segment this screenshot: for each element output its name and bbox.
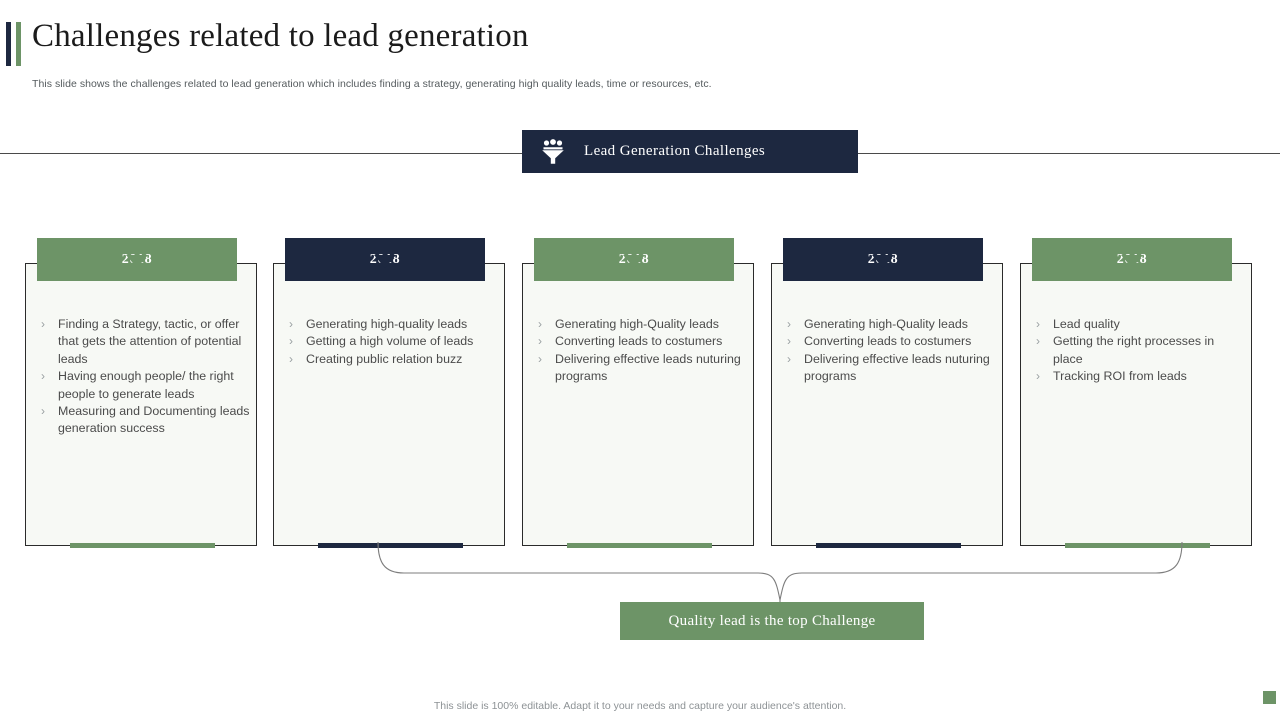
card-3-year-tab: 2018	[534, 238, 734, 281]
chevron-right-icon: ›	[1036, 369, 1040, 384]
challenge-card-1[interactable]: 2018 › Finding a Strategy, tactic, or off…	[25, 238, 257, 548]
card-4-bottom-bar	[816, 543, 961, 548]
list-item: › Lead quality	[1031, 316, 1245, 333]
list-item-text: Converting leads to costumers	[804, 334, 972, 349]
card-5-pointer-icon	[1121, 255, 1143, 268]
list-item-text: Getting a high volume of leads	[306, 334, 474, 349]
banner-label: Lead Generation Challenges	[584, 143, 766, 159]
title-area: Challenges related to lead generation Th…	[0, 10, 1280, 90]
chevron-right-icon: ›	[538, 334, 542, 349]
page-title: Challenges related to lead generation	[32, 18, 529, 54]
page-subtitle: This slide shows the challenges related …	[32, 78, 712, 90]
list-item: › Delivering effective leads nuturing pro…	[782, 351, 996, 386]
card-2-list: › Generating high-quality leads › Getting …	[284, 316, 498, 368]
title-accent-bar-navy	[6, 22, 11, 66]
challenge-card-2[interactable]: 2018 › Generating high-quality leads › Get…	[273, 238, 505, 548]
list-item-text: Generating high-Quality leads	[804, 317, 968, 331]
chevron-right-icon: ›	[41, 369, 45, 384]
list-item-text: Tracking ROI from leads	[1053, 369, 1187, 384]
chevron-right-icon: ›	[787, 334, 791, 349]
card-3-bottom-bar	[567, 543, 712, 548]
list-item-text: Lead quality	[1053, 317, 1120, 331]
list-item-text: Converting leads to costumers	[555, 334, 723, 349]
card-1-year-tab: 2018	[37, 238, 237, 281]
card-2-year-tab: 2018	[285, 238, 485, 281]
list-item-text: Generating high-quality leads	[306, 317, 468, 331]
list-item-text: Generating high-Quality leads	[555, 317, 719, 331]
chevron-right-icon: ›	[289, 351, 293, 366]
card-1-list: › Finding a Strategy, tactic, or offer th…	[36, 316, 250, 438]
list-item-text: Finding a Strategy, tactic, or offer tha…	[58, 317, 242, 366]
list-item-text: Delivering effective leads nuturing prog…	[555, 351, 741, 384]
card-1-bottom-bar	[70, 543, 215, 548]
list-item: › Getting a high volume of leads	[284, 333, 498, 350]
list-item-text: Measuring and Documenting leads generati…	[58, 404, 250, 436]
list-item: › Having enough people/ the right people …	[36, 368, 250, 403]
chevron-right-icon: ›	[289, 317, 293, 331]
list-item-text: Getting the right processes in place	[1053, 334, 1215, 366]
list-item: › Generating high-quality leads	[284, 316, 498, 333]
chevron-right-icon: ›	[787, 317, 791, 331]
corner-color-swatch	[1263, 691, 1276, 704]
list-item: › Generating high-Quality leads	[533, 316, 747, 333]
card-2-pointer-icon	[374, 255, 396, 268]
card-1-pointer-icon	[126, 255, 148, 268]
chevron-right-icon: ›	[41, 317, 45, 331]
list-item: › Delivering effective leads nuturing pro…	[533, 351, 747, 386]
chevron-right-icon: ›	[538, 351, 542, 366]
list-item: › Generating high-Quality leads	[782, 316, 996, 333]
lead-generation-challenges-banner: Lead Generation Challenges	[522, 130, 858, 173]
card-5-bottom-bar	[1065, 543, 1210, 548]
list-item-text: Delivering effective leads nuturing prog…	[804, 351, 990, 384]
chevron-right-icon: ›	[289, 334, 293, 349]
chevron-right-icon: ›	[538, 317, 542, 331]
callout-label: Quality lead is the top Challenge	[668, 612, 876, 629]
top-challenge-callout: Quality lead is the top Challenge	[620, 602, 924, 640]
card-3-pointer-icon	[623, 255, 645, 268]
list-item-text: Having enough people/ the right people t…	[58, 369, 234, 401]
list-item: › Converting leads to costumers	[533, 333, 747, 350]
lead-funnel-icon	[536, 138, 570, 165]
list-item: › Creating public relation buzz	[284, 351, 498, 368]
card-2-bottom-bar	[318, 543, 463, 548]
card-4-pointer-icon	[872, 255, 894, 268]
card-4-list: › Generating high-Quality leads › Converti…	[782, 316, 996, 386]
list-item: › Finding a Strategy, tactic, or offer th…	[36, 316, 250, 368]
card-3-list: › Generating high-Quality leads › Converti…	[533, 316, 747, 386]
challenge-card-5[interactable]: 2018 › Lead quality › Getting the right pr…	[1020, 238, 1252, 548]
card-5-list: › Lead quality › Getting the right process…	[1031, 316, 1245, 386]
list-item: › Measuring and Documenting leads generat…	[36, 403, 250, 438]
list-item: › Getting the right processes in place	[1031, 333, 1245, 368]
footer-note: This slide is 100% editable. Adapt it to…	[433, 700, 847, 712]
chevron-right-icon: ›	[787, 351, 791, 366]
list-item: › Converting leads to costumers	[782, 333, 996, 350]
challenge-card-3[interactable]: 2018 › Generating high-Quality leads › Con…	[522, 238, 754, 548]
challenge-card-4[interactable]: 2018 › Generating high-Quality leads › Con…	[771, 238, 1003, 548]
chevron-right-icon: ›	[1036, 317, 1040, 331]
chevron-right-icon: ›	[1036, 334, 1040, 349]
list-item: › Tracking ROI from leads	[1031, 368, 1245, 385]
list-item-text: Creating public relation buzz	[306, 351, 463, 366]
title-accent-bar-green	[16, 22, 21, 66]
card-4-year-tab: 2018	[783, 238, 983, 281]
card-5-year-tab: 2018	[1032, 238, 1232, 281]
chevron-right-icon: ›	[41, 404, 45, 419]
